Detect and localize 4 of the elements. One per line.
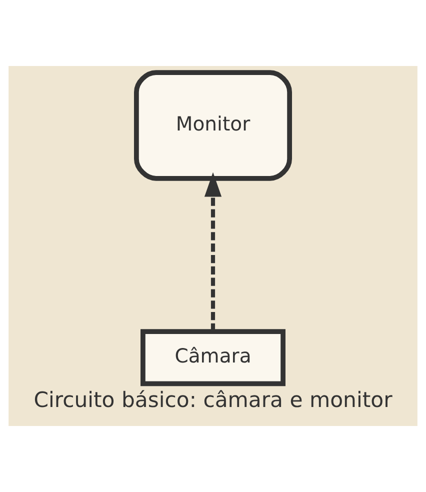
node-box: Câmara (140, 329, 286, 386)
node-box: Monitor (134, 70, 292, 181)
arrow (204, 172, 222, 332)
caption: Circuito básico: câmara e monitor (34, 387, 392, 412)
